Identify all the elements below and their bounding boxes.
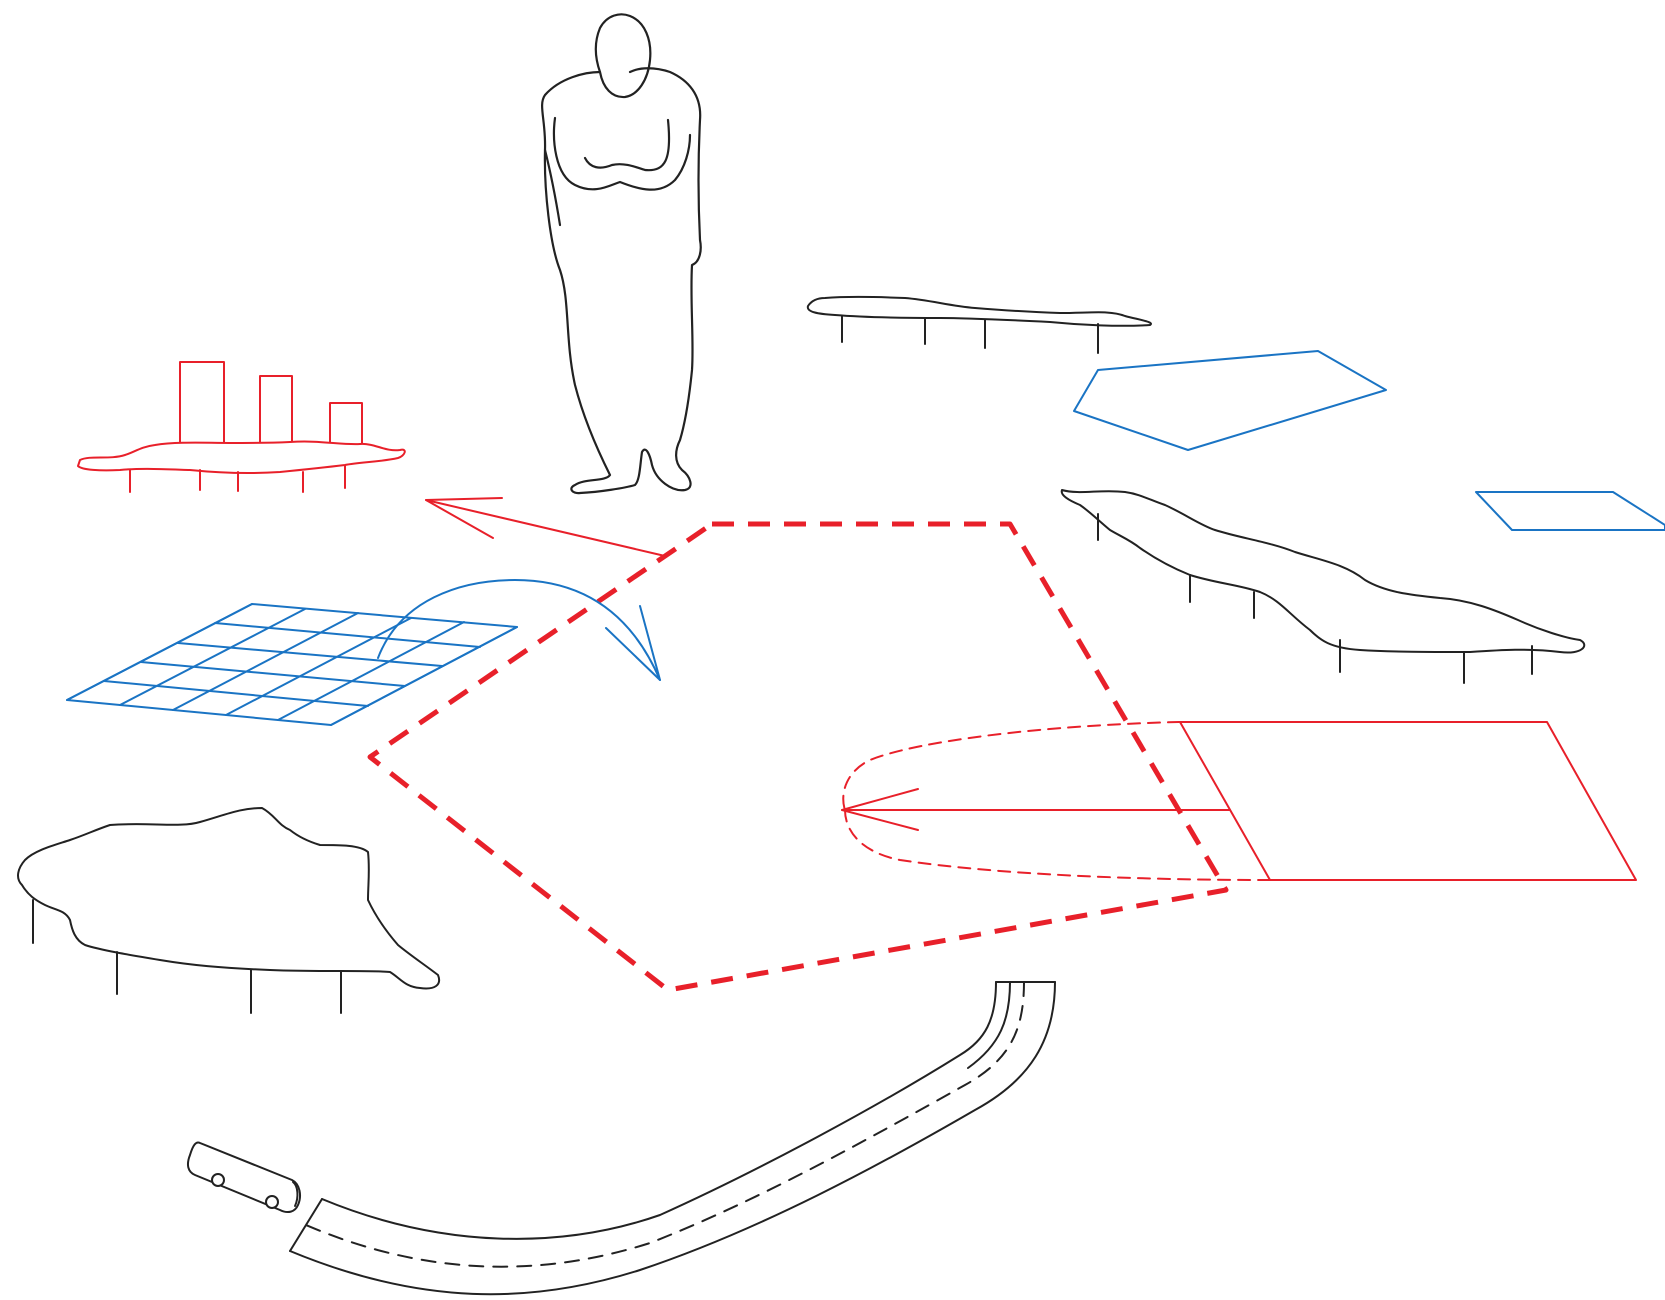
- curved-road: [289, 981, 1056, 1296]
- red-island-outline: [77, 440, 406, 475]
- blue-grid-line: [214, 622, 481, 648]
- right-long-island: [1060, 489, 1586, 684]
- red-dashed-pentagon: [367, 521, 1229, 993]
- road-center-dashes: [305, 981, 1025, 1268]
- blue-grid-line: [66, 603, 253, 701]
- road-outer-edge: [289, 981, 1056, 1296]
- red-projection-arrowhead: [841, 788, 919, 831]
- top-island-outline: [806, 295, 1152, 327]
- blue-grid-plane: [66, 603, 518, 726]
- red-projection-dashed-bottom: [844, 809, 1271, 881]
- blue-curved-arrow-head: [605, 605, 661, 681]
- bus-windshield: [292, 1181, 299, 1207]
- left-island-outline: [17, 807, 440, 990]
- red-building-medium: [259, 375, 293, 445]
- red-building-short: [329, 402, 363, 449]
- red-parallelogram-group: [841, 721, 1637, 881]
- blue-pentagon-plane: [1073, 350, 1387, 451]
- blue-grid-line: [177, 642, 443, 667]
- road-inner-edge: [321, 981, 997, 1240]
- blue-grid-line: [140, 661, 406, 687]
- person-figure: [541, 13, 702, 495]
- person-head: [594, 13, 652, 99]
- red-island-with-buildings: [77, 361, 406, 493]
- red-building-tall: [179, 361, 225, 449]
- right-island-outline: [1060, 489, 1586, 654]
- bus-body: [186, 1141, 301, 1214]
- person-arm-fold: [583, 118, 671, 172]
- bus-wheel-front: [211, 1173, 225, 1187]
- left-bottom-island: [17, 807, 440, 1014]
- blue-grid-line: [103, 680, 369, 707]
- red-arrow-head: [425, 497, 503, 539]
- blue-grid-line: [225, 617, 412, 716]
- bus: [186, 1141, 301, 1214]
- road-inner-lane: [967, 981, 1011, 1069]
- red-projection-dashed-top: [842, 721, 1181, 811]
- blue-curved-arrow-shaft: [377, 579, 661, 681]
- red-arrow-shaft: [425, 499, 666, 557]
- blue-curved-arrow: [377, 579, 661, 681]
- person-arms: [552, 116, 692, 191]
- blue-grid-line: [330, 626, 518, 726]
- blue-small-plane: [1475, 491, 1665, 531]
- person-left-side: [543, 148, 562, 227]
- person-body-outline: [541, 67, 702, 495]
- red-parallelogram: [1179, 721, 1637, 881]
- blue-grid-line: [119, 608, 306, 706]
- bus-wheel-rear: [265, 1195, 279, 1209]
- red-arrow-to-island: [425, 497, 666, 557]
- blue-grid-line: [172, 612, 359, 711]
- blue-grid-line: [277, 621, 465, 721]
- top-floating-island: [806, 295, 1152, 354]
